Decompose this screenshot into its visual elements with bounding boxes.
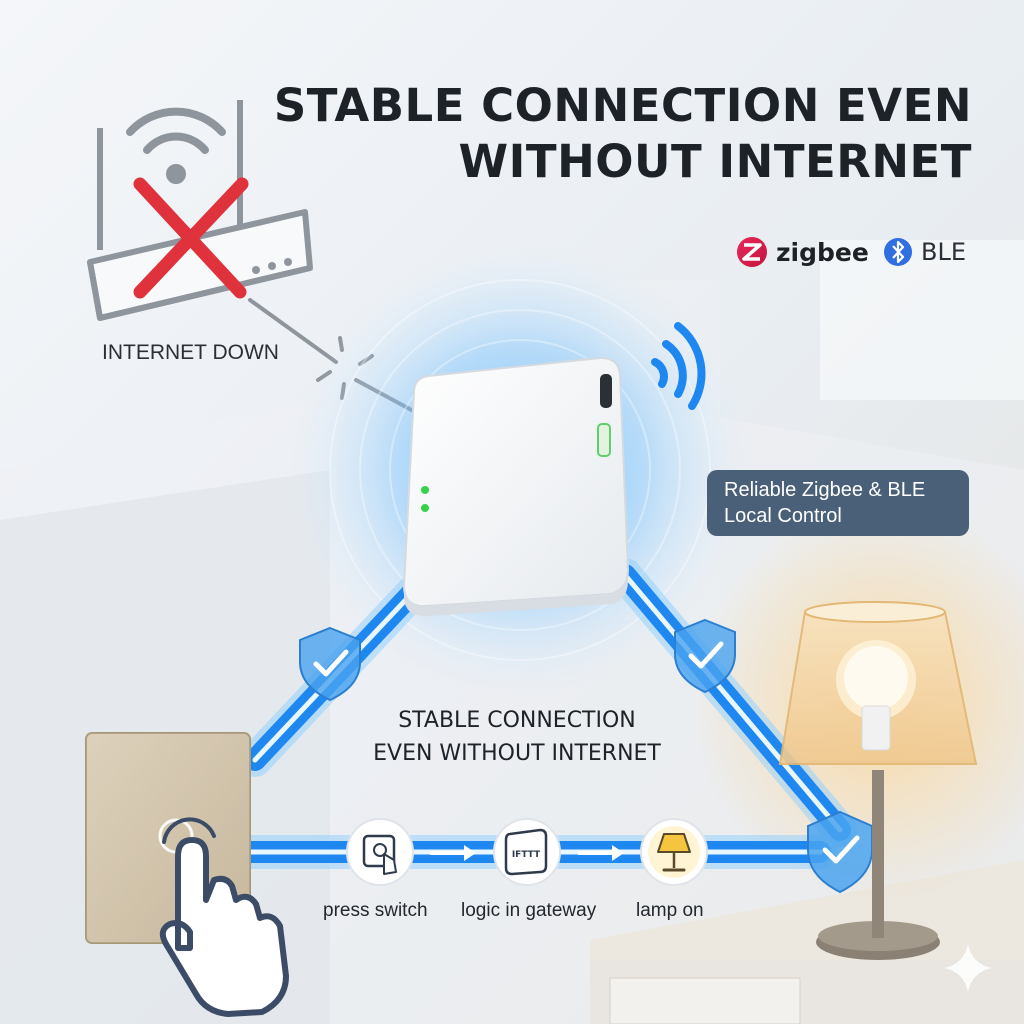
zigbee-logo-icon xyxy=(737,237,767,267)
ifttt-badge: IFTTT xyxy=(512,850,541,860)
step-label-press-switch: press switch xyxy=(323,900,428,921)
lamp-icon xyxy=(657,833,691,853)
pairing-button xyxy=(597,423,611,457)
step-press-switch xyxy=(346,818,414,886)
zigbee-brand: zigbee xyxy=(735,234,869,270)
wireless-signal-icon xyxy=(651,322,706,410)
internet-status-label: INTERNET DOWN xyxy=(102,341,279,364)
ifttt-gateway-icon xyxy=(504,828,548,876)
step-logic-in-gateway: IFTTT xyxy=(493,818,561,886)
ble-brand: BLE xyxy=(884,234,966,270)
status-led-icon xyxy=(421,504,429,512)
headline-line-1: STABLE CONNECTION EVEN xyxy=(273,79,972,132)
arrow-right-icon xyxy=(578,845,624,861)
status-led-icon xyxy=(421,486,429,494)
light-bulb-icon xyxy=(844,646,908,710)
zigbee-wordmark: zigbee xyxy=(776,237,869,267)
ble-wordmark: BLE xyxy=(921,238,966,266)
wifi-icon xyxy=(126,107,226,184)
security-shield-icon xyxy=(807,810,873,894)
usb-port xyxy=(600,374,612,408)
bluetooth-icon xyxy=(884,238,912,266)
step-label-logic-in-gateway: logic in gateway xyxy=(461,900,597,921)
touch-switch-icon xyxy=(383,853,397,875)
callout-line-1: Reliable Zigbee & BLE xyxy=(724,479,926,501)
local-control-callout: Reliable Zigbee & BLE Local Control xyxy=(707,470,969,536)
step-label-lamp-on: lamp on xyxy=(636,900,704,921)
callout-line-2: Local Control xyxy=(724,505,842,527)
arrow-right-icon xyxy=(430,845,476,861)
security-shield-icon xyxy=(299,626,361,702)
security-shield-icon xyxy=(674,618,736,694)
sparkle-icon xyxy=(944,944,992,992)
caption-line-1: STABLE CONNECTION xyxy=(398,708,636,733)
page-headline: STABLE CONNECTION EVEN WITHOUT INTERNET xyxy=(274,78,972,190)
pointing-hand-icon xyxy=(159,817,289,1017)
no-connection-cross-icon xyxy=(133,177,249,299)
step-lamp-on xyxy=(640,818,708,886)
zigbee-gateway-hub xyxy=(402,356,630,617)
headline-line-2: WITHOUT INTERNET xyxy=(458,135,972,188)
connection-caption: STABLE CONNECTION EVEN WITHOUT INTERNET xyxy=(362,704,672,770)
table-lamp xyxy=(778,601,978,960)
caption-line-2: EVEN WITHOUT INTERNET xyxy=(373,741,661,766)
